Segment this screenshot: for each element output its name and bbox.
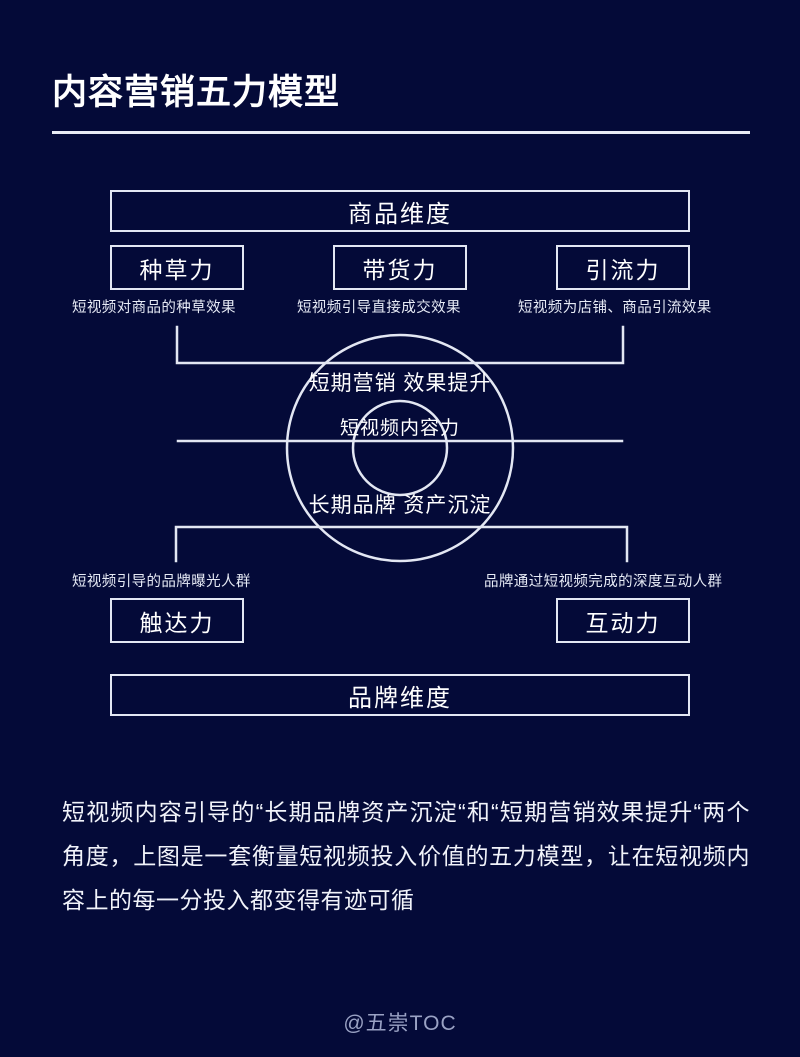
page-title-wrapper: 内容营销五力模型 (52, 72, 752, 114)
force-box-daihuo: 带货力 (333, 245, 467, 290)
watermark: @五崇TOC (343, 1012, 457, 1035)
bottom-bracket-path (174, 525, 629, 563)
force-box-zhongcao: 种草力 (110, 245, 244, 290)
caption-hudong: 品牌通过短视频完成的深度互动人群 (484, 574, 723, 590)
caption-zhongcao: 短视频对商品的种草效果 (72, 300, 236, 316)
brand-dimension-bar: 品牌维度 (110, 674, 690, 716)
force-box-yinliu: 引流力 (556, 245, 690, 290)
page-title: 内容营销五力模型 (52, 73, 341, 112)
caption-daihuo: 短视频引导直接成交效果 (297, 300, 461, 316)
top-bracket-path (175, 325, 625, 365)
body-paragraph: 短视频内容引导的“长期品牌资产沉淀“和“短期营销效果提升“两个角度，上图是一套衡… (62, 799, 750, 913)
goods-dimension-bar: 商品维度 (110, 190, 690, 232)
title-divider (52, 131, 750, 134)
force-box-hudong: 互动力 (556, 598, 690, 643)
circle-top-label: 短期营销 效果提升 (308, 372, 492, 395)
caption-chuda: 短视频引导的品牌曝光人群 (72, 574, 251, 590)
force-box-chuda: 触达力 (110, 598, 244, 643)
caption-yinliu: 短视频为店铺、商品引流效果 (518, 300, 712, 316)
circle-center-label: 短视频内容力 (340, 418, 461, 439)
circle-bottom-label: 长期品牌 资产沉淀 (308, 494, 492, 517)
